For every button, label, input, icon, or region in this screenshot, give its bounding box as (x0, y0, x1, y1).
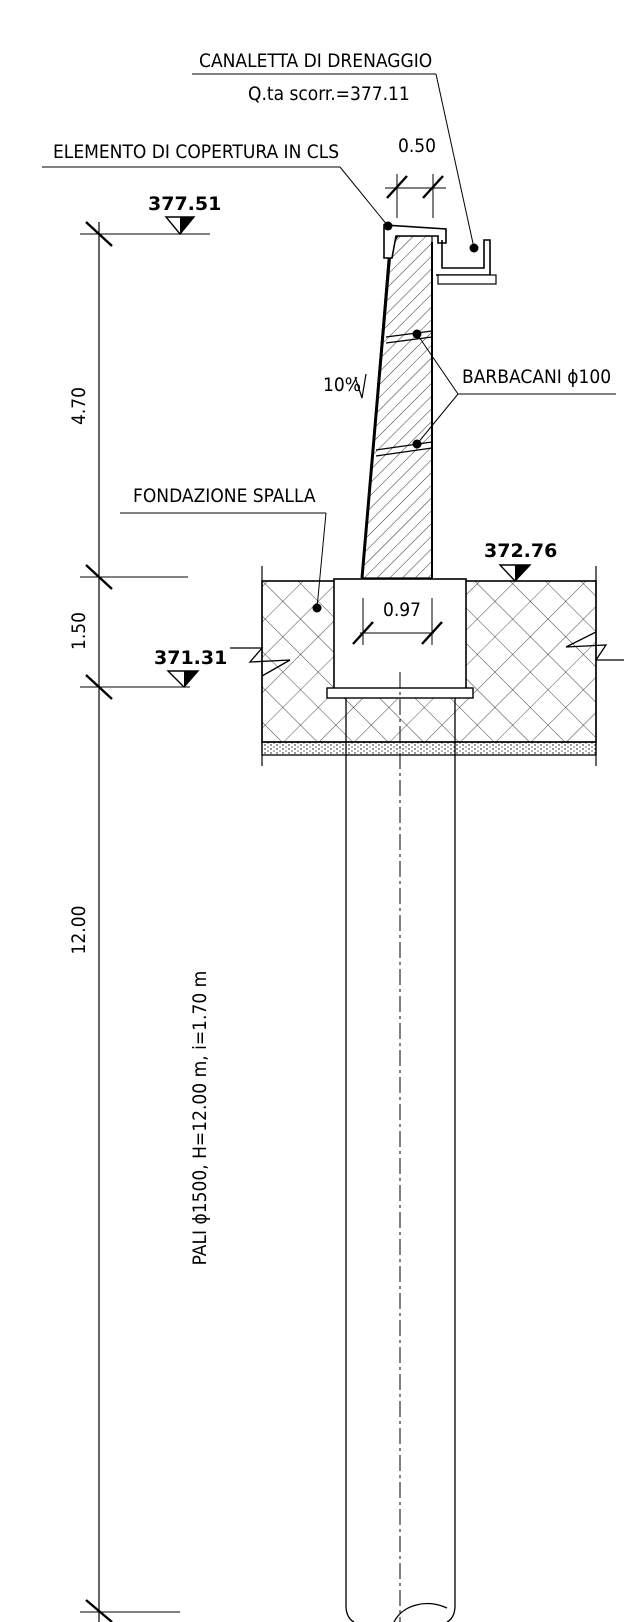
elevation-marker-top: 377.51 (148, 193, 221, 236)
elevation-top-text: 377.51 (148, 193, 221, 215)
dim-base-width: 0.97 (383, 599, 421, 621)
elevation-foundation-bottom-text: 371.31 (154, 647, 227, 669)
cover-leader-dot (383, 221, 393, 231)
dim-pile-length: 12.00 (68, 906, 90, 955)
weep-holes-label: BARBACANI ϕ100 (462, 366, 611, 388)
dim-top-width: 0.50 (398, 135, 436, 157)
dim-wall-height: 4.70 (68, 387, 90, 425)
batter-slope-text: 10% (323, 374, 361, 396)
concrete-cover-element (383, 224, 447, 259)
elevation-marker-foundation-bottom: 371.31 (154, 647, 227, 689)
weep-hole-dot-upper (412, 329, 422, 339)
weep-hole-dot-lower (412, 439, 422, 449)
drainage-level-label: Q.ta scorr.=377.11 (248, 83, 410, 105)
foundation-leader-dot (312, 603, 322, 613)
elevation-ground-text: 372.76 (484, 540, 557, 562)
drainage-channel-label: CANALETTA DI DRENAGGIO (199, 50, 432, 72)
piles-label: PALI ϕ1500, H=12.00 m, i=1.70 m (189, 971, 211, 1266)
cover-element-label: ELEMENTO DI COPERTURA IN CLS (53, 141, 339, 163)
abutment-wall (360, 235, 433, 579)
batter-slope-symbol (354, 373, 367, 399)
pile (345, 672, 456, 1622)
dim-foundation-height: 1.50 (68, 612, 90, 650)
foundation-label: FONDAZIONE SPALLA (133, 485, 316, 507)
top-width-dimension (385, 174, 446, 218)
vertical-dimension-chain (80, 221, 210, 1622)
drainage-channel (436, 239, 497, 285)
abutment-foundation (230, 566, 624, 766)
drainage-leader-dot (469, 243, 479, 253)
elevation-marker-ground: 372.76 (484, 540, 557, 583)
